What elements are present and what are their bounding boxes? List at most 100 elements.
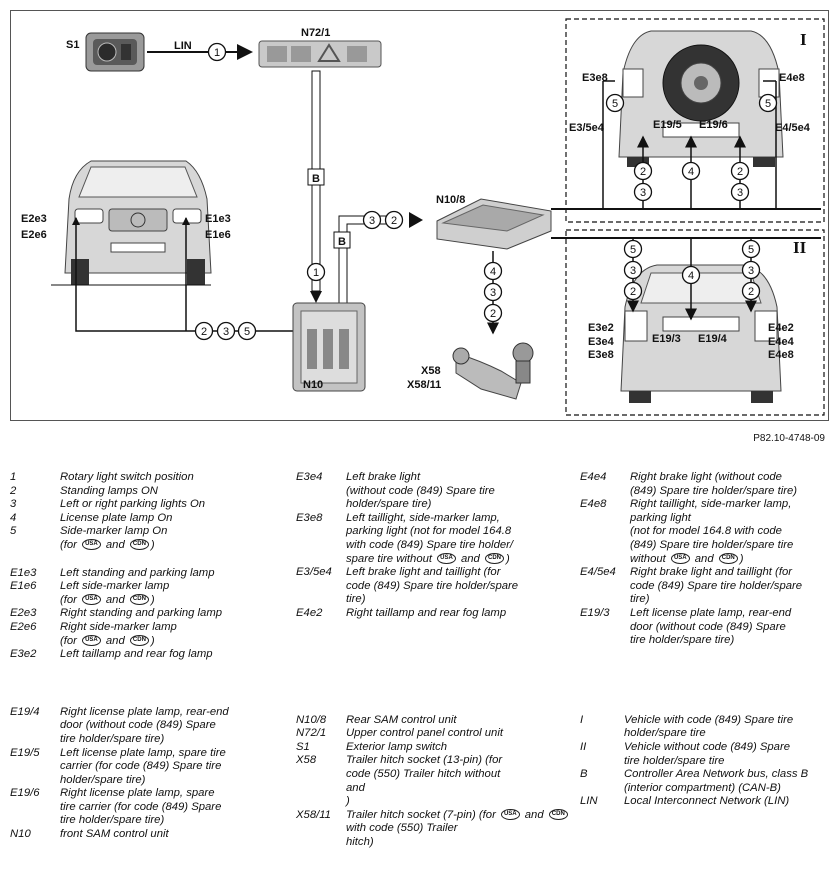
legend-desc-line: tire holder/spare tire) [60, 732, 165, 745]
reference-number: P82.10-4748-09 [753, 433, 825, 444]
legend-code: E3e4 [296, 471, 323, 483]
legend-desc-line: code (849) Spare tire holder/spare [630, 579, 803, 592]
svg-text:5: 5 [244, 326, 250, 338]
usa-badge-icon: USA [82, 594, 101, 606]
legend-code: LIN [580, 795, 598, 808]
label-e19-6: E19/6 [699, 119, 728, 131]
legend-item-x58-11: X58/11 Trailer hitch socket (7-pin) (for … [296, 809, 576, 850]
connector-circle-c3-tr: 3 [483, 282, 503, 302]
legend-desc-line: Side-marker lamp On [60, 525, 168, 538]
legend-desc-line: door (without code (849) Spare [630, 620, 786, 633]
legend-code: E4e4 [580, 471, 607, 483]
svg-text:3: 3 [223, 326, 229, 338]
connector-circle-c3-r1: 3 [730, 182, 750, 202]
legend-desc-line: Left side-marker lamp [60, 580, 170, 593]
legend-code: N72/1 [296, 727, 327, 740]
legend-desc-line: Right taillamp and rear fog lamp [346, 606, 507, 619]
legend-code: 2 [10, 484, 17, 497]
legend-desc-line: tire holder/spare tire) [60, 814, 165, 827]
connector-circle-c2-l2: 2 [623, 281, 643, 301]
svg-text:5: 5 [612, 98, 618, 110]
legend-desc-line: front SAM control unit [60, 828, 169, 841]
legend-code: E2e3 [10, 607, 37, 620]
legend-desc-line: Vehicle with code (849) Spare tire [624, 713, 794, 726]
connector-circle-c1-bus: 1 [306, 262, 326, 282]
variant-box-2 [565, 229, 825, 416]
legend-desc-line: code (550) Trailer hitch without [346, 767, 501, 780]
connector-circle-c4-tr: 4 [483, 261, 503, 281]
svg-text:5: 5 [630, 244, 636, 256]
svg-text:5: 5 [765, 98, 771, 110]
label-bus-b-1: B [312, 173, 320, 185]
connector-circle-c2-front: 2 [194, 321, 214, 341]
label-e1e6: E1e6 [205, 229, 231, 241]
label-variant-2: II [793, 238, 807, 257]
connector-circle-c5-front: 5 [237, 321, 257, 341]
upper-control-panel [258, 40, 382, 68]
legend-code: X58 [296, 754, 317, 767]
legend-code: I [580, 713, 584, 726]
connector-circle-c2-n108: 2 [384, 210, 404, 230]
svg-text:2: 2 [391, 215, 397, 227]
front-vehicle [51, 160, 212, 286]
connector-circle-c2-tr: 2 [483, 303, 503, 323]
connector-circle-c2-r2: 2 [741, 281, 761, 301]
label-e3e8: E3e8 [582, 72, 608, 84]
svg-text:3: 3 [737, 187, 743, 199]
svg-text:3: 3 [640, 187, 646, 199]
legend-desc-line: Controller Area Network bus, class B [624, 768, 809, 781]
legend-code: X58/11 [296, 808, 331, 821]
legend-code: B [580, 768, 588, 781]
label-e3-5e4: E3/5e4 [569, 122, 605, 134]
legend-code: N10/8 [296, 713, 327, 726]
legend-desc-line: Right standing and parking lamp [60, 607, 223, 620]
svg-text:4: 4 [688, 270, 694, 282]
legend-code: E4e2 [296, 606, 323, 619]
usa-badge-icon: USA [437, 553, 456, 565]
legend-desc-line: Left standing and parking lamp [60, 566, 215, 579]
label-e4e8-2: E4e8 [768, 349, 794, 361]
legend-code: 4 [10, 511, 17, 524]
legend-desc-line: hitch) [346, 835, 374, 848]
rear-vehicle-2 [620, 264, 782, 403]
label-bus-b-2: B [338, 236, 346, 248]
legend-code: S1 [296, 740, 310, 753]
label-e19-4: E19/4 [698, 333, 728, 345]
cdn-badge-icon: CDN [718, 553, 738, 565]
legend-desc-line: (interior compartment) (CAN-B) [624, 781, 781, 794]
cdn-badge-icon: CDN [484, 553, 504, 565]
legend-desc-line: Vehicle without code (849) Spare [624, 740, 790, 753]
legend-item-e2e3: E2e3 Right standing and parking lamp [10, 607, 290, 621]
legend-desc-line: holder/spare tire) [60, 773, 146, 786]
legend-desc-line: tire holder/spare tire [624, 754, 725, 767]
label-lin: LIN [174, 40, 192, 52]
legend-desc-line: Trailer hitch socket (7-pin) (for USA an… [346, 809, 576, 836]
legend-code: E3e2 [10, 648, 37, 661]
exterior-lamp-switch [85, 32, 145, 72]
legend-desc-line: holder/spare tire [624, 727, 706, 740]
label-s1: S1 [66, 39, 79, 51]
legend-desc-line: Left or right parking lights On [60, 498, 206, 511]
